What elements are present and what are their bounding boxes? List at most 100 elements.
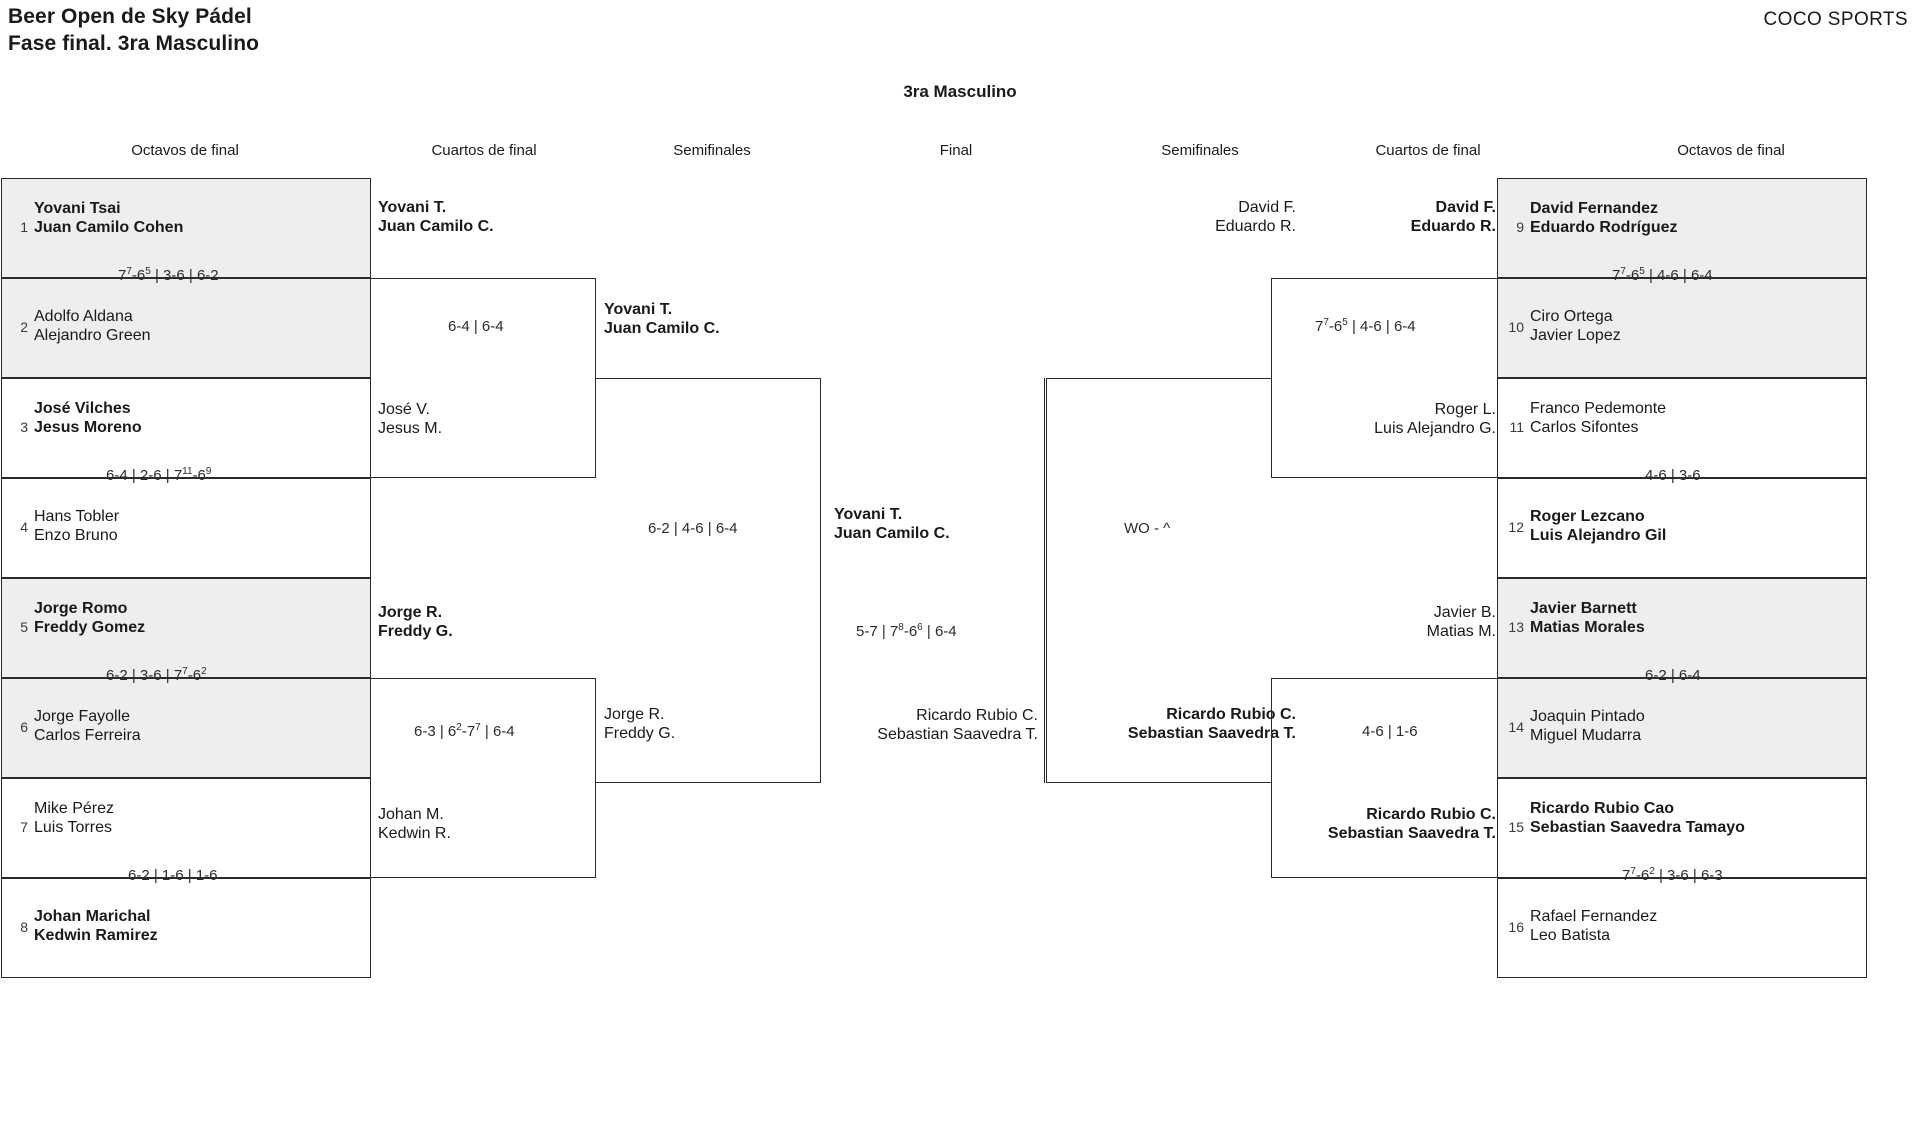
player-2: Carlos Ferreira: [34, 727, 141, 745]
r16-cell-left-7[interactable]: 7 Mike Pérez Luis Torres: [1, 778, 371, 878]
connector-final-center: [1044, 378, 1045, 783]
player-2: Sebastian Saavedra T.: [1327, 825, 1496, 843]
player-2: Freddy G.: [604, 725, 676, 743]
round-header-right-r16: Octavos de final: [1677, 142, 1785, 159]
player-1: Joaquin Pintado: [1530, 708, 1645, 725]
player-2: Juan Camilo C.: [604, 320, 720, 338]
player-2: Sebastian Saavedra Tamayo: [1530, 819, 1745, 837]
player-2: Juan Camilo C.: [378, 218, 494, 236]
r16-cell-right-13[interactable]: 13 Javier Barnett Matias Morales: [1497, 578, 1867, 678]
connector-left-sf: [596, 378, 821, 783]
connector-right-qf-2: [1271, 678, 1497, 878]
sf-left-team-2: Jorge R. Freddy G.: [604, 705, 675, 743]
match-score: 4-6 | 3-6: [1645, 467, 1701, 484]
player-1: Javier B.: [1433, 604, 1496, 621]
seed-number: 2: [20, 319, 28, 335]
player-1: Rafael Fernandez: [1530, 908, 1658, 925]
sf-right-team-2: Ricardo Rubio C. Sebastian Saavedra T.: [1046, 705, 1296, 743]
player-2: Kedwin R.: [378, 825, 451, 843]
player-1: Yovani T.: [604, 301, 673, 318]
round-header-left-qf: Cuartos de final: [431, 142, 537, 159]
team-names: Joaquin Pintado Miguel Mudarra: [1530, 707, 1645, 745]
player-2: Eduardo Rodríguez: [1530, 219, 1678, 237]
player-1: José V.: [378, 401, 430, 418]
player-2: Matias M.: [1426, 623, 1496, 641]
player-2: Leo Batista: [1530, 927, 1611, 945]
qf-left-team-1: Yovani T. Juan Camilo C.: [378, 198, 494, 236]
player-1: Johan Marichal: [34, 908, 151, 925]
player-2: Javier Lopez: [1530, 327, 1621, 345]
qf-right-team-2: Roger L. Luis Alejandro G.: [1271, 400, 1496, 438]
final-team-bottom: Ricardo Rubio C. Sebastian Saavedra T.: [786, 706, 1038, 744]
team-names: Jorge Romo Freddy Gomez: [34, 599, 145, 637]
r16-cell-left-2[interactable]: 2 Adolfo Aldana Alejandro Green: [1, 278, 371, 378]
r16-cell-right-14[interactable]: 14 Joaquin Pintado Miguel Mudarra: [1497, 678, 1867, 778]
match-score: 6-4 | 6-4: [448, 318, 504, 335]
team-names: Johan Marichal Kedwin Ramirez: [34, 907, 158, 945]
player-2: Sebastian Saavedra T.: [877, 726, 1038, 744]
team-names: José Vilches Jesus Moreno: [34, 399, 142, 437]
seed-number: 9: [1516, 219, 1524, 235]
qf-right-team-4: Ricardo Rubio C. Sebastian Saavedra T.: [1271, 805, 1496, 843]
player-1: Jorge Romo: [34, 600, 128, 617]
r16-cell-left-6[interactable]: 6 Jorge Fayolle Carlos Ferreira: [1, 678, 371, 778]
player-1: David Fernandez: [1530, 200, 1659, 217]
tournament-title-line1: Beer Open de Sky Pádel: [8, 5, 252, 28]
sf-right-team-1: David F. Eduardo R.: [1046, 198, 1296, 236]
player-2: Sebastian Saavedra T.: [1127, 725, 1296, 743]
r16-cell-right-11[interactable]: 11 Franco Pedemonte Carlos Sifontes: [1497, 378, 1867, 478]
sf-left-team-1: Yovani T. Juan Camilo C.: [604, 300, 720, 338]
r16-cell-left-3[interactable]: 3 José Vilches Jesus Moreno: [1, 378, 371, 478]
seed-number: 11: [1509, 419, 1524, 435]
team-names: Rafael Fernandez Leo Batista: [1530, 907, 1657, 945]
r16-cell-right-15[interactable]: 15 Ricardo Rubio Cao Sebastian Saavedra …: [1497, 778, 1867, 878]
tournament-title-line2: Fase final. 3ra Masculino: [8, 31, 260, 55]
player-1: Jorge R.: [378, 604, 443, 621]
player-2: Miguel Mudarra: [1530, 727, 1642, 745]
round-header-final: Final: [939, 142, 973, 159]
player-1: Jorge R.: [604, 706, 665, 723]
team-names: Franco Pedemonte Carlos Sifontes: [1530, 399, 1666, 437]
round-header-right-qf: Cuartos de final: [1375, 142, 1481, 159]
player-1: Ciro Ortega: [1530, 308, 1613, 325]
team-names: Adolfo Aldana Alejandro Green: [34, 307, 151, 345]
r16-cell-right-16[interactable]: 16 Rafael Fernandez Leo Batista: [1497, 878, 1867, 978]
player-1: Franco Pedemonte: [1530, 400, 1667, 417]
player-1: Ricardo Rubio C.: [1166, 706, 1296, 723]
player-1: Yovani Tsai: [34, 200, 121, 217]
qf-left-team-2: José V. Jesus M.: [378, 400, 442, 438]
qf-left-team-3: Jorge R. Freddy G.: [378, 603, 453, 641]
team-names: David Fernandez Eduardo Rodríguez: [1530, 199, 1678, 237]
r16-cell-left-5[interactable]: 5 Jorge Romo Freddy Gomez: [1, 578, 371, 678]
match-score: 77-62 | 3-6 | 6-3: [1622, 866, 1723, 885]
player-1: David F.: [1435, 199, 1496, 216]
team-names: Ricardo Rubio Cao Sebastian Saavedra Tam…: [1530, 799, 1745, 837]
player-2: Jesus M.: [378, 420, 443, 438]
r16-cell-right-10[interactable]: 10 Ciro Ortega Javier Lopez: [1497, 278, 1867, 378]
r16-cell-left-8[interactable]: 8 Johan Marichal Kedwin Ramirez: [1, 878, 371, 978]
team-names: Jorge Fayolle Carlos Ferreira: [34, 707, 141, 745]
r16-cell-right-9[interactable]: 9 David Fernandez Eduardo Rodríguez: [1497, 178, 1867, 278]
r16-cell-left-4[interactable]: 4 Hans Tobler Enzo Bruno: [1, 478, 371, 578]
qf-right-team-1: David F. Eduardo R.: [1271, 198, 1496, 236]
player-1: Yovani T.: [378, 199, 447, 216]
player-1: Hans Tobler: [34, 508, 120, 525]
player-2: Eduardo R.: [1410, 218, 1496, 236]
match-score: 6-2 | 1-6 | 1-6: [128, 867, 218, 884]
seed-number: 6: [20, 719, 28, 735]
r16-cell-right-12[interactable]: 12 Roger Lezcano Luis Alejandro Gil: [1497, 478, 1867, 578]
player-2: Luis Alejandro G.: [1374, 420, 1496, 438]
match-score: 6-2 | 6-4: [1645, 667, 1701, 684]
player-2: Freddy Gomez: [34, 619, 146, 637]
round-header-right-sf: Semifinales: [1161, 142, 1239, 159]
round-header-left-r16: Octavos de final: [131, 142, 239, 159]
brand-logo: COCO SPORTS: [1763, 9, 1908, 30]
player-1: Adolfo Aldana: [34, 308, 133, 325]
seed-number: 1: [20, 219, 28, 235]
r16-cell-left-1[interactable]: 1 Yovani Tsai Juan Camilo Cohen: [1, 178, 371, 278]
match-score: 6-3 | 62-77 | 6-4: [414, 722, 515, 741]
match-score-walkover: WO - ^: [1124, 520, 1171, 537]
player-2: Luis Torres: [34, 819, 112, 837]
seed-number: 5: [20, 619, 28, 635]
player-2: Matias Morales: [1530, 619, 1645, 637]
